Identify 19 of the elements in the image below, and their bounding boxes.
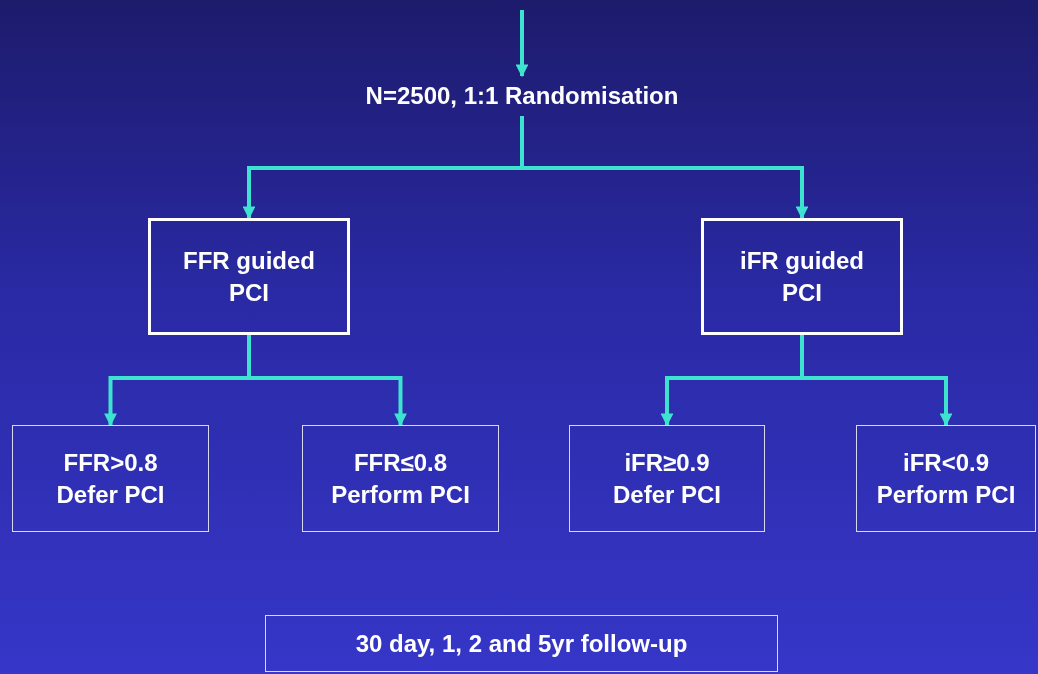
outcome-box (856, 425, 1036, 532)
outcome-box (569, 425, 765, 532)
randomisation-label: N=2500, 1:1 Randomisation (365, 81, 679, 112)
follow-up-box (265, 615, 778, 672)
arrow (520, 116, 809, 220)
arrow (515, 10, 529, 78)
process-box (701, 218, 903, 335)
arrow (800, 335, 953, 427)
box-label: FFR≤0.8 Perform PCI (330, 448, 471, 510)
arrow (247, 335, 407, 427)
outcome-box (302, 425, 499, 532)
box-label: FFR guided PCI (182, 246, 316, 308)
box-label: iFR guided PCI (739, 246, 865, 308)
box-label: iFR<0.9 Perform PCI (875, 448, 1017, 510)
box-label: iFR≥0.9 Defer PCI (611, 448, 722, 510)
outcome-box (12, 425, 209, 532)
box-label: FFR>0.8 Defer PCI (55, 448, 166, 510)
box-label: 30 day, 1, 2 and 5yr follow-up (355, 628, 688, 659)
process-box (148, 218, 350, 335)
